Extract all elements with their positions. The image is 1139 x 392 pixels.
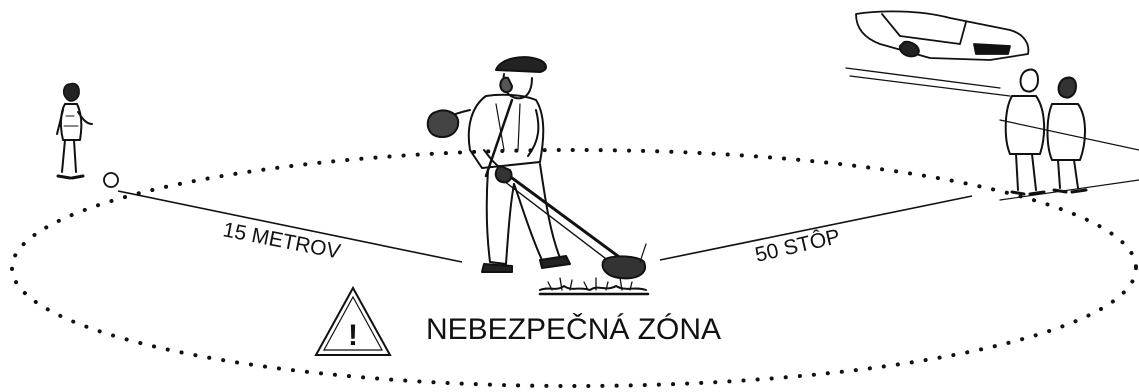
danger-zone-boundary [12, 150, 1136, 386]
child-figure [57, 83, 92, 178]
warning-triangle-icon: ! [316, 288, 390, 355]
operator-figure [428, 57, 648, 294]
parked-car [846, 11, 1028, 96]
bystanders-figure [1000, 69, 1139, 200]
danger-zone-label: NEBEZPEČNÁ ZÓNA [426, 312, 721, 346]
ball [104, 173, 118, 187]
warning-exclamation: ! [348, 319, 358, 352]
